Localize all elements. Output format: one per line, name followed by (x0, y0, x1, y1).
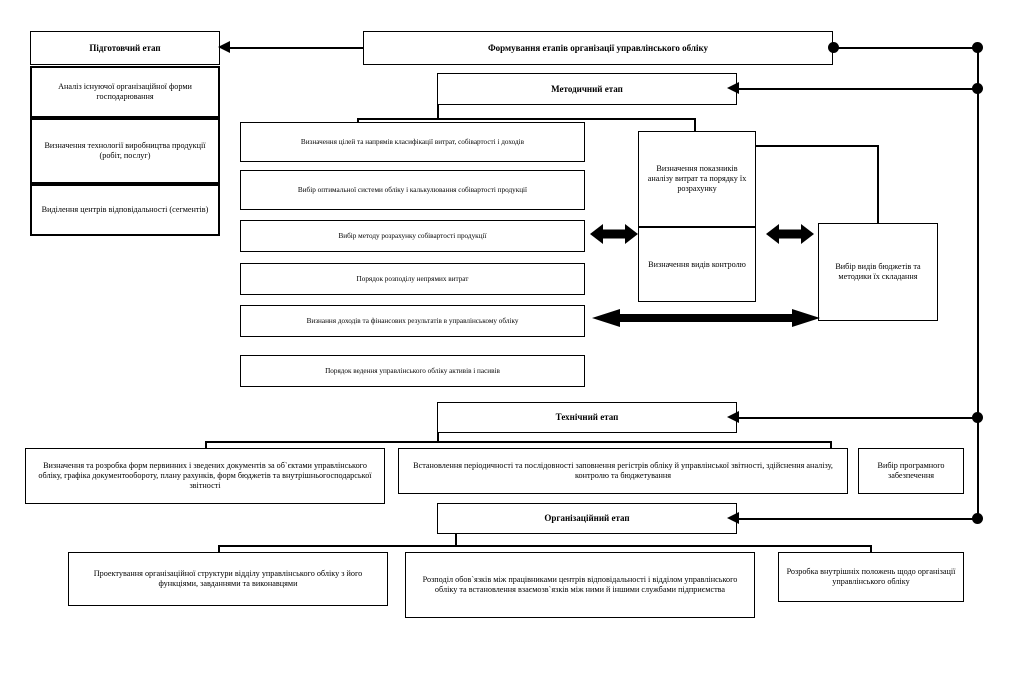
technical-branch-bar (205, 441, 832, 443)
organizational-item-2-label: Розподіл обов`язків між працівниками цен… (422, 575, 738, 594)
stage-header-organizational-label: Організаційний етап (544, 513, 630, 524)
preparatory-item-2-label: Визначення технології виробництва продук… (44, 141, 206, 160)
technical-branch-right (830, 441, 832, 450)
methodical-left-item-3-label: Вибір методу розрахунку собівартості про… (338, 231, 487, 240)
methodical-stem (437, 105, 439, 119)
double-arrow-left-head-left (590, 224, 603, 244)
methodical-left-item-1-label: Визначення цілей та напрямів класифікаці… (300, 137, 525, 146)
double-arrow-right-bar (777, 229, 803, 239)
double-arrow-left (590, 222, 638, 246)
preparatory-item-2: Визначення технології виробництва продук… (30, 118, 220, 184)
title-box-label: Формування етапів організації управлінсь… (487, 42, 709, 53)
arrow-to-preparatory (218, 41, 230, 53)
methodical-left-item-6-label: Порядок ведення управлінського обліку ак… (325, 366, 500, 375)
technical-item-3-label: Вибір програмного забезпечення (877, 461, 945, 480)
methodical-center-item-1-label: Визначення показників аналізу витрат та … (647, 164, 747, 193)
methodical-left-item-3: Вибір методу розрахунку собівартості про… (240, 220, 585, 252)
arrow-to-methodical (727, 82, 739, 94)
connector-title-to-spine (833, 47, 979, 49)
preparatory-item-3-label: Виділення центрів відповідальності (сегм… (41, 205, 209, 214)
junction-dot-organizational (972, 513, 983, 524)
double-arrow-left-bar (601, 229, 627, 239)
connector-spine-to-organizational (737, 518, 978, 520)
methodical-right-item-label: Вибір видів бюджетів та методики їх скла… (835, 262, 921, 281)
double-arrow-long-bar (618, 314, 794, 322)
organizational-item-2: Розподіл обов`язків між працівниками цен… (405, 552, 755, 618)
stage-header-methodical-label: Методичний етап (551, 83, 623, 94)
double-arrow-long-head-right (792, 309, 820, 327)
methodical-left-item-2: Вибір оптимальної системи обліку і кальк… (240, 170, 585, 210)
preparatory-item-3: Виділення центрів відповідальності (сегм… (30, 184, 220, 236)
double-arrow-left-head-right (625, 224, 638, 244)
methodical-left-item-1: Визначення цілей та напрямів класифікаці… (240, 122, 585, 162)
methodical-left-item-6: Порядок ведення управлінського обліку ак… (240, 355, 585, 387)
preparatory-item-1-label: Аналіз існуючої організаційної форми гос… (58, 82, 192, 101)
organizational-item-3: Розробка внутрішніх положень щодо органі… (778, 552, 964, 602)
methodical-branch-bar (357, 118, 695, 120)
connector-spine-to-technical (737, 417, 978, 419)
methodical-left-item-2-label: Вибір оптимальної системи обліку і кальк… (297, 185, 528, 194)
double-arrow-long (592, 307, 820, 329)
stage-header-preparatory: Підготовчий етап (30, 31, 220, 65)
technical-stem (437, 433, 439, 442)
stage-header-technical: Технічний етап (437, 402, 737, 433)
methodical-branch-center (694, 118, 696, 132)
technical-item-1: Визначення та розробка форм первинних і … (25, 448, 385, 504)
technical-item-2-label: Встановлення періодичності та послідовно… (413, 461, 833, 480)
methodical-left-item-4-label: Порядок розподілу непрямих витрат (356, 274, 469, 283)
spine-vertical (977, 47, 979, 519)
organizational-item-3-label: Розробка внутрішніх положень щодо органі… (786, 567, 956, 586)
methodical-left-item-4: Порядок розподілу непрямих витрат (240, 263, 585, 295)
technical-item-3: Вибір програмного забезпечення (858, 448, 964, 494)
methodical-right-item: Вибір видів бюджетів та методики їх скла… (818, 223, 938, 321)
double-arrow-long-head-left (592, 309, 620, 327)
junction-dot-methodical (972, 83, 983, 94)
stage-header-organizational: Організаційний етап (437, 503, 737, 534)
junction-dot-title (828, 42, 839, 53)
double-arrow-right-head-left (766, 224, 779, 244)
methodical-branch-right (877, 145, 879, 223)
methodical-branch-bar-right (694, 145, 879, 147)
organizational-branch-right (870, 545, 872, 554)
methodical-center-item-2-label: Визначення видів контролю (648, 259, 746, 269)
technical-branch-left (205, 441, 207, 450)
technical-item-1-label: Визначення та розробка форм первинних і … (38, 461, 372, 490)
methodical-left-item-5: Визнання доходів та фінансових результат… (240, 305, 585, 337)
arrow-to-technical (727, 411, 739, 423)
stage-header-technical-label: Технічний етап (555, 412, 619, 423)
stage-header-preparatory-label: Підготовчий етап (89, 42, 161, 53)
stage-header-methodical: Методичний етап (437, 73, 737, 105)
methodical-left-item-5-label: Визнання доходів та фінансових результат… (306, 316, 519, 325)
preparatory-item-1: Аналіз існуючої організаційної форми гос… (30, 66, 220, 118)
technical-item-2: Встановлення періодичності та послідовно… (398, 448, 848, 494)
double-arrow-right (766, 222, 814, 246)
connector-spine-to-methodical (737, 88, 978, 90)
methodical-center-item-1: Визначення показників аналізу витрат та … (638, 131, 756, 227)
organizational-item-1: Проектування організаційної структури ві… (68, 552, 388, 606)
organizational-branch-left (218, 545, 220, 554)
methodical-center-item-2: Визначення видів контролю (638, 227, 756, 302)
organizational-item-1-label: Проектування організаційної структури ві… (93, 569, 363, 588)
organizational-branch-bar (218, 545, 872, 547)
arrow-to-organizational (727, 512, 739, 524)
junction-dot-technical (972, 412, 983, 423)
title-box: Формування етапів організації управлінсь… (363, 31, 833, 65)
junction-dot-spine-top (972, 42, 983, 53)
double-arrow-right-head-right (801, 224, 814, 244)
organizational-stem (455, 534, 457, 546)
